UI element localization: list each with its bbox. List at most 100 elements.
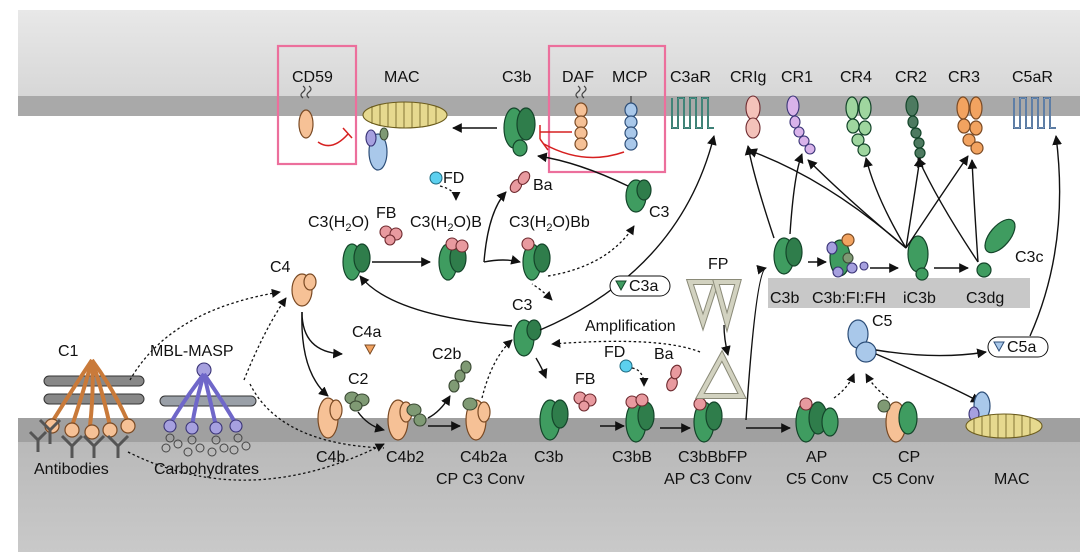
- bottom-cell-region: [18, 442, 1080, 552]
- mcp-protein: [624, 96, 638, 151]
- label-c3-h2o-b: C3(H2O)B: [410, 214, 482, 234]
- fd-top-protein: [429, 171, 443, 185]
- c3-h2o-b-protein: [438, 237, 469, 281]
- c2-protein: [344, 391, 370, 412]
- label-fb-mid: FB: [575, 371, 595, 388]
- c4b-protein: [317, 397, 343, 439]
- label-cp: CP: [898, 449, 920, 466]
- c3b-fi-fh-protein: [826, 233, 869, 278]
- fb-top-protein: [379, 225, 403, 246]
- label-crig: CRIg: [730, 69, 766, 86]
- label-carbohydrates: Carbohydrates: [154, 461, 259, 478]
- label-ap-c3-conv: AP C3 Conv: [664, 471, 752, 488]
- cr4-receptor: [845, 96, 872, 157]
- label-cp-c3-conv: CP C3 Conv: [436, 471, 525, 488]
- label-c2b: C2b: [432, 346, 461, 363]
- antibodies-icon: [28, 418, 130, 458]
- c5ar-receptor: [1013, 97, 1056, 129]
- cp-c5-conv-protein: [877, 399, 918, 443]
- cr3-receptor: [956, 96, 984, 155]
- label-antibodies: Antibodies: [34, 461, 109, 478]
- c1-complex: [43, 358, 145, 440]
- label-c5a: C5a: [1007, 339, 1036, 356]
- fp-protein-top: [685, 279, 742, 334]
- label-mac-top: MAC: [384, 69, 420, 86]
- c3bb-protein: [625, 393, 655, 443]
- mcp-inhibits-c3b: [543, 143, 625, 159]
- c3-h2o-protein: [342, 243, 371, 281]
- c4b2-protein: [387, 399, 427, 441]
- label-mbl-masp: MBL-MASP: [150, 343, 234, 360]
- label-mcp: MCP: [612, 69, 648, 86]
- label-c5ar: C5aR: [1012, 69, 1053, 86]
- label-ap: AP: [806, 449, 827, 466]
- label-c3bbbfp: C3bBbFP: [678, 449, 747, 466]
- label-c2: C2: [348, 371, 369, 388]
- ba-top-protein: [509, 171, 531, 193]
- label-fp: FP: [708, 256, 728, 273]
- label-c3b-right: C3b: [770, 290, 799, 307]
- ap-c5-conv-protein: [795, 397, 839, 443]
- c3dg-protein: [976, 262, 992, 278]
- fd-mid-protein: [619, 359, 633, 373]
- c3bbbfp-protein: [693, 397, 723, 443]
- label-c3ar: C3aR: [670, 69, 711, 86]
- ba-mid-protein: [666, 364, 682, 392]
- label-c4a: C4a: [352, 324, 381, 341]
- c2b-protein: [448, 360, 472, 393]
- cd59-protein: [298, 85, 314, 139]
- amplification-loop: [551, 338, 701, 353]
- c4b2a-protein: [462, 397, 491, 441]
- label-c5: C5: [872, 313, 893, 330]
- fp-protein-bottom: [694, 349, 747, 399]
- c3ar-receptor: [671, 97, 714, 129]
- c3b-right-protein: [773, 237, 803, 275]
- mac-top-complex: [362, 101, 448, 171]
- daf-protein: [574, 85, 588, 151]
- label-mac-bottom: MAC: [994, 471, 1030, 488]
- label-daf: DAF: [562, 69, 594, 86]
- label-c3-h2o-bb: C3(H2O)Bb: [509, 214, 590, 234]
- c3-h2o-bb-protein: [521, 237, 551, 281]
- cd59-highlight-box: [276, 44, 358, 166]
- degradation-band: [768, 278, 1030, 308]
- c3-right-protein: [625, 179, 652, 213]
- label-c3dg: C3dg: [966, 290, 1004, 307]
- mbl-masp-complex: [159, 362, 257, 435]
- label-c3b-fi-fh: C3b:FI:FH: [812, 290, 886, 307]
- label-c3c: C3c: [1015, 249, 1043, 266]
- label-ic3b: iC3b: [903, 290, 936, 307]
- label-fb-top: FB: [376, 205, 396, 222]
- crig-receptor: [745, 95, 761, 139]
- label-c3bb: C3bB: [612, 449, 652, 466]
- fb-mid-protein: [573, 391, 597, 412]
- label-c3b-top: C3b: [502, 69, 531, 86]
- mac-bottom-complex: [965, 391, 1043, 439]
- cr2-receptor: [905, 95, 926, 159]
- label-cr2: CR2: [895, 69, 927, 86]
- label-c4b2: C4b2: [386, 449, 424, 466]
- label-ba-top: Ba: [533, 177, 553, 194]
- label-c3b-bottom: C3b: [534, 449, 563, 466]
- cd59-inhibits-mac: [317, 133, 349, 147]
- label-ap-c5-conv: C5 Conv: [786, 471, 848, 488]
- label-cp-c5-conv: C5 Conv: [872, 471, 934, 488]
- label-c4b2a: C4b2a: [460, 449, 507, 466]
- label-cr1: CR1: [781, 69, 813, 86]
- label-cd59: CD59: [292, 69, 333, 86]
- label-c1: C1: [58, 343, 79, 360]
- daf-mcp-highlight-box: [547, 44, 667, 174]
- carbohydrates-icon: [161, 433, 251, 457]
- c3b-bottom-protein: [539, 399, 569, 441]
- c3-mid-protein: [513, 319, 542, 357]
- label-cr4: CR4: [840, 69, 872, 86]
- label-c4b: C4b: [316, 449, 345, 466]
- c3b-top-protein: [503, 107, 536, 157]
- label-c4: C4: [270, 259, 291, 276]
- c4a-triangle: [364, 344, 376, 356]
- label-cr3: CR3: [948, 69, 980, 86]
- label-ba-mid: Ba: [654, 346, 674, 363]
- label-fd-mid: FD: [604, 344, 625, 361]
